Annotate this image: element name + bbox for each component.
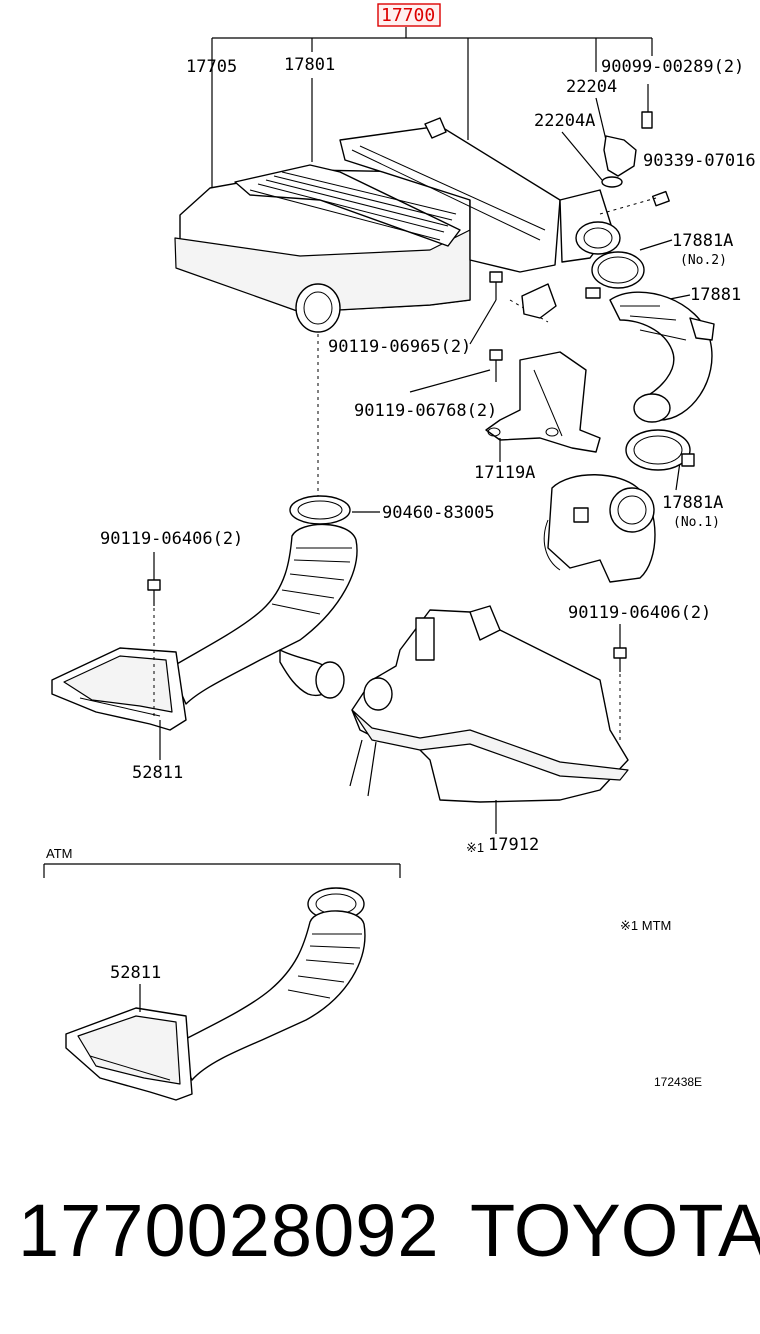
label-90099-00289: 90099-00289(2) [601,57,744,77]
label-90119-06406-right: 90119-06406(2) [568,603,711,623]
label-52811-atm: 52811 [110,963,161,983]
filter-ribs [249,171,457,241]
label-22204a: 22204A [534,111,595,131]
throttle-body[interactable] [543,474,656,583]
label-90339-07016: 90339-07016 [643,151,756,171]
bolt-90119-06406-left[interactable] [147,579,161,606]
air-flow-sensor[interactable] [601,135,637,188]
assembly-number-label[interactable]: 17700 [381,5,435,26]
label-52811: 52811 [132,763,183,783]
label-17881: 17881 [690,285,741,305]
label-90119-06768: 90119-06768(2) [354,401,497,421]
label-17119a: 17119A [474,463,535,483]
drawing-code: 172438E [654,1075,702,1089]
atm-section-bracket [43,863,401,878]
assembly-number-box[interactable] [377,3,441,27]
label-90119-06965: 90119-06965(2) [328,337,471,357]
bolt-90119-06768[interactable] [489,349,503,382]
atm-section-label: ATM [46,846,72,861]
air-cleaner-case[interactable] [174,117,561,333]
label-no1: (No.1) [673,515,720,530]
label-17881a-no2: 17881A [672,231,733,251]
case-bracket-foot[interactable] [521,283,557,319]
hose-clamp-no1[interactable] [625,429,695,471]
resonator-17912[interactable] [349,605,629,803]
label-17801: 17801 [284,55,335,75]
part-number-caption: 1770028092 [18,1189,440,1272]
hose-clamp-no2[interactable] [585,251,645,299]
label-22204: 22204 [566,77,617,97]
label-no2: (No.2) [680,253,727,268]
brand-caption: TOYOTA [470,1189,760,1272]
inlet-duct-upper[interactable] [51,495,358,731]
label-90460-83005: 90460-83005 [382,503,495,523]
bolt-90119-06406-right[interactable] [613,647,627,672]
label-17881a-no1: 17881A [662,493,723,513]
label-17912: 17912 [488,835,539,855]
label-17705: 17705 [186,57,237,77]
assembly-bracket-lines [211,27,653,190]
parts-diagram: 17700 17705 17801 90099-00289(2) 22204 2… [43,3,756,1101]
intake-hose[interactable] [609,291,715,423]
bracket-17119a[interactable] [485,351,601,453]
label-90119-06406-left: 90119-06406(2) [100,529,243,549]
screw-90099[interactable] [641,84,653,129]
label-17912-note-mark: ※1 [466,840,484,855]
inlet-duct-atm[interactable] [65,887,366,1101]
case-outlet-port[interactable] [295,283,341,333]
mtm-footnote: ※1 MTM [620,918,671,933]
air-flow-meter-housing[interactable] [559,189,621,263]
bolt-90119-06965[interactable] [489,271,503,300]
pin-90339[interactable] [599,190,670,215]
